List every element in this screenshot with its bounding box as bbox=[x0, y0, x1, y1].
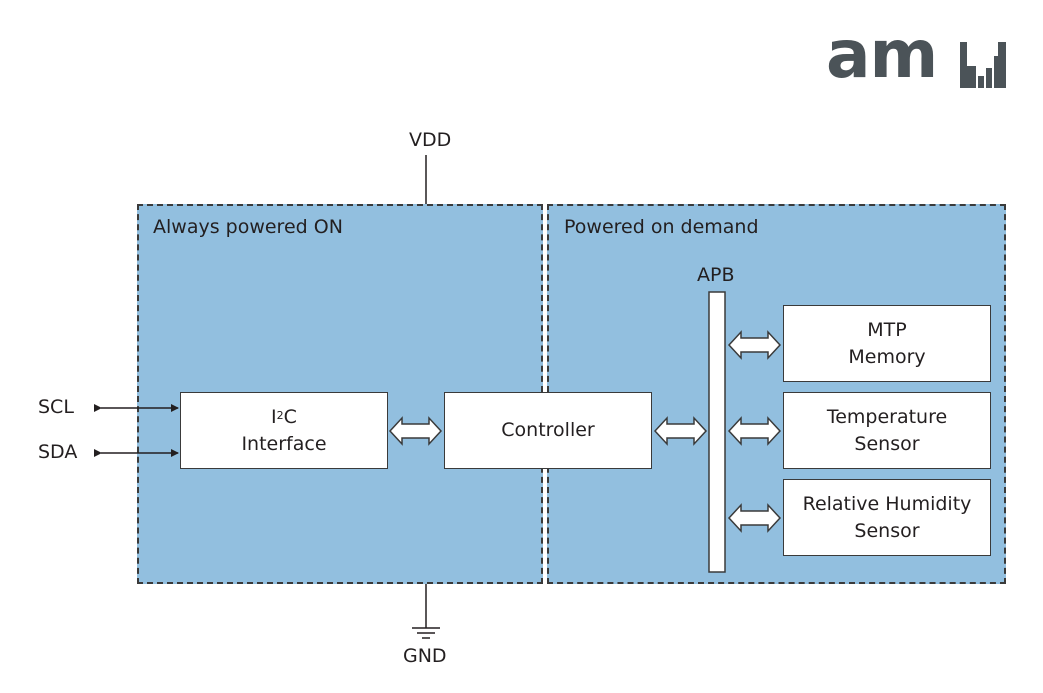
ground-icon bbox=[412, 584, 440, 639]
temperature-line2: Sensor bbox=[854, 432, 920, 455]
humidity-line1: Relative Humidity bbox=[802, 492, 972, 515]
apb-label: APB bbox=[697, 264, 735, 286]
mtp-line1: MTP bbox=[867, 318, 907, 341]
i2c-interface-line1: I2C bbox=[271, 404, 297, 431]
controller-apb-arrow-icon bbox=[653, 416, 708, 446]
am-logo: am bbox=[826, 16, 1006, 93]
am-logo-stripes-icon bbox=[960, 42, 1006, 88]
apb-humidity-arrow-icon bbox=[727, 503, 782, 533]
vdd-label: VDD bbox=[409, 129, 452, 151]
gnd-label: GND bbox=[403, 645, 447, 667]
apb-bus-bar bbox=[708, 291, 726, 573]
always-powered-title: Always powered ON bbox=[153, 216, 343, 238]
on-demand-title: Powered on demand bbox=[564, 216, 759, 238]
humidity-line2: Sensor bbox=[854, 519, 920, 542]
i2c-interface-line2: Interface bbox=[241, 432, 327, 455]
mtp-memory-block: MTP Memory bbox=[783, 305, 991, 382]
i2c-suffix: C bbox=[283, 405, 297, 428]
controller-label: Controller bbox=[501, 419, 595, 441]
apb-temperature-arrow-icon bbox=[727, 416, 782, 446]
i2c-interface-block: I2C Interface bbox=[180, 392, 388, 469]
apb-mtp-arrow-icon bbox=[727, 330, 782, 360]
sda-label: SDA bbox=[38, 441, 78, 463]
humidity-sensor-block: Relative Humidity Sensor bbox=[783, 479, 991, 556]
i2c-prefix: I bbox=[271, 405, 277, 428]
i2c-sup: 2 bbox=[276, 408, 284, 422]
scl-label: SCL bbox=[38, 396, 74, 418]
temperature-line1: Temperature bbox=[826, 405, 948, 428]
controller-block: Controller bbox=[444, 392, 652, 469]
temperature-sensor-block: Temperature Sensor bbox=[783, 392, 991, 469]
mtp-line2: Memory bbox=[848, 345, 926, 368]
i2c-controller-arrow-icon bbox=[388, 416, 443, 446]
logo-text: am bbox=[826, 16, 938, 93]
